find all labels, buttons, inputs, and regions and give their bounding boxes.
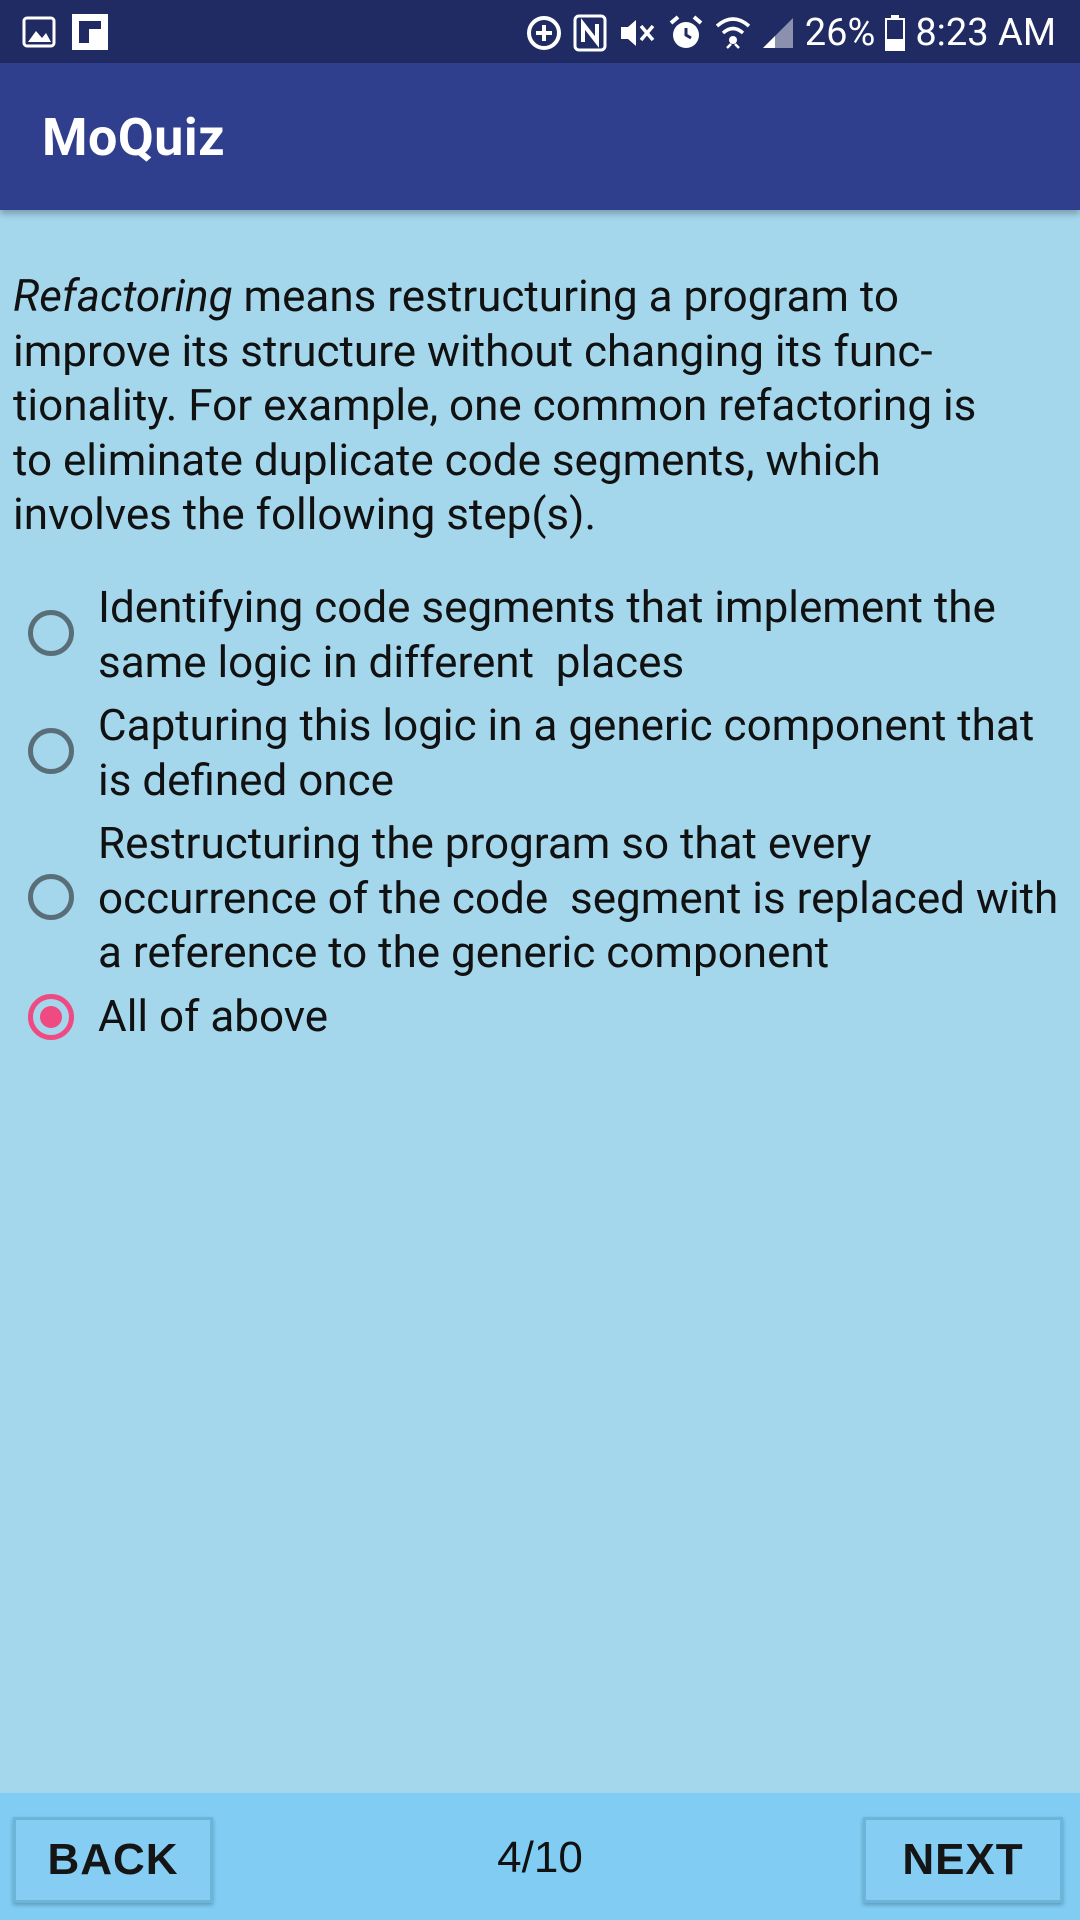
radio-button-selected[interactable] <box>28 994 74 1040</box>
option-label: Identifying code segments that implement… <box>98 581 1007 688</box>
bottom-navigation: BACK 4/10 NEXT <box>0 1793 1080 1920</box>
radio-button[interactable] <box>28 874 74 920</box>
option-label: All of above <box>98 990 329 1042</box>
battery-percentage: 26% <box>804 11 876 55</box>
clock: 8:23 AM <box>915 11 1056 55</box>
option-label: Capturing this logic in a generic compon… <box>98 699 1046 806</box>
wifi-icon <box>715 14 751 52</box>
nfc-icon <box>573 14 607 52</box>
app-title: MoQuiz <box>42 107 226 168</box>
question-counter: 4/10 <box>497 1833 583 1882</box>
question-italic-term: Refactoring <box>13 270 233 322</box>
radio-button[interactable] <box>28 728 74 774</box>
app-bar: MoQuiz <box>0 63 1080 210</box>
mute-icon <box>617 14 657 52</box>
question-body: means restructuring a program to improve… <box>13 270 977 540</box>
battery-icon <box>885 15 906 51</box>
back-button[interactable]: BACK <box>13 1817 213 1903</box>
alarm-icon <box>667 14 705 52</box>
next-button[interactable]: NEXT <box>863 1817 1063 1903</box>
data-saver-icon <box>525 14 563 52</box>
option-label: Restructuring the program so that every … <box>98 817 1070 978</box>
status-bar: 26% 8:23 AM <box>0 0 1080 63</box>
flipboard-icon <box>72 14 108 50</box>
gallery-icon <box>22 14 56 50</box>
signal-icon <box>761 16 795 50</box>
question-text: Refactoring means restructuring a progra… <box>13 269 1013 542</box>
radio-button[interactable] <box>28 610 74 656</box>
